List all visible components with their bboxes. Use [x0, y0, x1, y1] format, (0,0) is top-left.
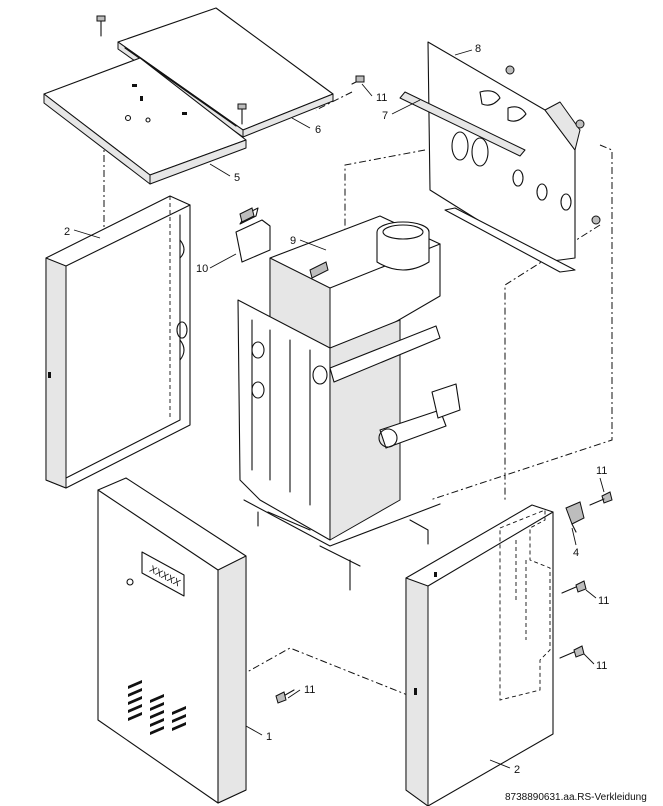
cover-screws [96, 15, 365, 125]
label-2-right: 2 [514, 764, 520, 776]
boiler-unit-part-9 [237, 215, 461, 591]
label-5: 5 [234, 172, 240, 184]
leader-lines [73, 49, 605, 769]
label-2-left: 2 [64, 226, 70, 238]
label-11-right-b: 11 [598, 595, 609, 607]
front-panel-vents [128, 680, 186, 735]
front-panel-screw [275, 689, 295, 704]
label-7: 7 [382, 110, 388, 122]
insulation-panel-part-10 [235, 207, 271, 263]
side-frame-part-2-left [45, 195, 191, 489]
rail-part-7 [399, 91, 526, 157]
label-1: 1 [266, 731, 272, 743]
label-6: 6 [315, 124, 321, 136]
label-9: 9 [290, 235, 296, 247]
label-11-right-c: 11 [596, 660, 607, 672]
clip-part-4 [565, 501, 585, 533]
top-cover-part-5 [43, 57, 247, 185]
label-8: 8 [475, 43, 481, 55]
plate-nuts [505, 65, 601, 225]
assembly-lines [103, 91, 613, 709]
label-10: 10 [196, 263, 208, 275]
label-11-top: 11 [376, 92, 387, 104]
part-labels: 11 7 8 6 5 2 9 10 11 4 11 11 11 1 2 [64, 43, 609, 776]
label-11-bottom: 11 [304, 684, 315, 696]
mounting-plate-part-8 [427, 41, 581, 273]
side-panel-part-2-right [405, 504, 554, 806]
side-screws [559, 491, 613, 659]
label-11-right-a: 11 [596, 465, 607, 477]
front-panel-part-1 [97, 477, 247, 804]
label-4: 4 [573, 547, 579, 559]
drawing-reference: 8738890631.aa.RS-Verkleidung [505, 792, 647, 803]
